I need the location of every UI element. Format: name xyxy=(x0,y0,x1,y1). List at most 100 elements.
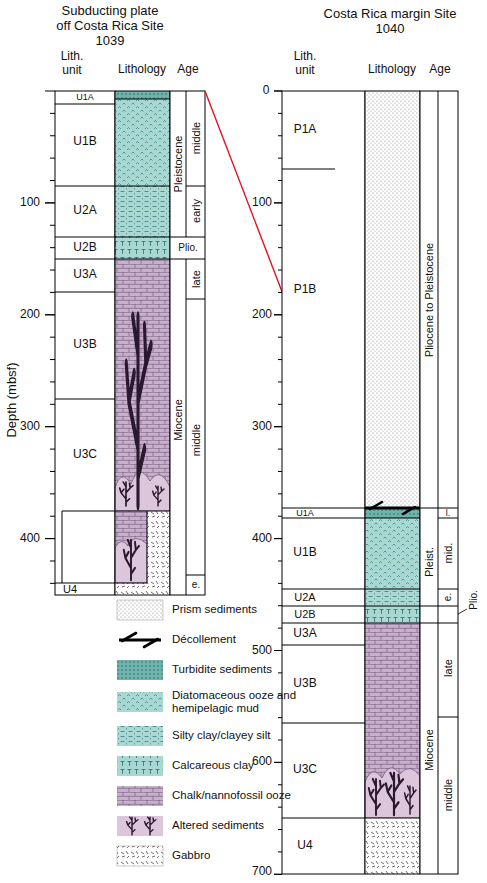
column-header: Lith. unit xyxy=(54,50,90,78)
column-title: Costa Rica margin Site 1040 xyxy=(320,7,460,37)
age-label: middle xyxy=(190,122,203,154)
unit-label: U2B xyxy=(73,241,96,255)
depth-value: 0 xyxy=(263,84,270,98)
depth-tick xyxy=(278,471,282,472)
axis-title: Depth (mbsf) xyxy=(5,362,20,437)
unit-label: U3A xyxy=(293,627,316,641)
age-label: Pleistocene xyxy=(172,136,185,193)
legend-text: Calcareous clay xyxy=(172,759,297,772)
depth-tick xyxy=(278,493,282,494)
depth-tick xyxy=(50,180,55,181)
legend-text: Silty clay/clayey silt xyxy=(172,729,297,742)
depth-tick xyxy=(274,426,282,427)
depth-tick xyxy=(50,270,55,271)
depth-tick xyxy=(274,91,282,92)
depth-tick xyxy=(278,158,282,159)
column-title: Subducting plate off Costa Rica Site 103… xyxy=(54,4,166,49)
depth-tick xyxy=(274,762,282,763)
depth-tick xyxy=(45,202,55,203)
depth-tick xyxy=(278,180,282,181)
age-label: l. xyxy=(446,508,451,518)
depth-tick xyxy=(278,337,282,338)
depth-tick xyxy=(50,471,55,472)
legend-text: Altered sediments xyxy=(172,819,297,832)
depth-tick xyxy=(45,538,55,539)
site-1040-column xyxy=(282,91,467,874)
column-header: Age xyxy=(177,63,198,77)
depth-tick xyxy=(278,135,282,136)
depth-value: 400 xyxy=(252,532,272,546)
unit-label: U1B xyxy=(73,135,96,149)
depth-tick xyxy=(50,404,55,405)
age-label: early xyxy=(190,199,203,223)
depth-value: 300 xyxy=(252,420,272,434)
age-label: late xyxy=(190,270,203,288)
unit-label: U4 xyxy=(63,583,77,596)
depth-tick xyxy=(50,158,55,159)
depth-tick xyxy=(278,381,282,382)
depth-value: 600 xyxy=(252,755,272,769)
depth-tick xyxy=(45,202,55,203)
depth-tick xyxy=(50,247,55,248)
unit-label: P1B xyxy=(294,283,317,297)
age-label: e. xyxy=(192,579,200,591)
age-label: late xyxy=(442,659,455,677)
site-1039-column xyxy=(55,91,205,595)
unit-label: U3C xyxy=(293,763,317,777)
age-label: e. xyxy=(442,593,454,601)
legend-text: Prism sediments xyxy=(172,603,297,616)
depth-tick xyxy=(50,225,55,226)
depth-tick xyxy=(278,516,282,517)
unit-label: U4 xyxy=(297,839,312,853)
depth-tick xyxy=(274,874,282,875)
age-label: mid. xyxy=(442,543,455,564)
unit-label: U2A xyxy=(294,591,315,604)
depth-tick xyxy=(278,560,282,561)
unit-label: U1A xyxy=(76,92,94,102)
depth-tick xyxy=(274,650,282,651)
legend-text: Turbidite sediments xyxy=(172,663,297,676)
unit-label: U2A xyxy=(73,204,96,218)
depth-tick xyxy=(278,605,282,606)
depth-ticks xyxy=(45,91,282,874)
depth-tick xyxy=(274,650,282,651)
age-label: middle xyxy=(442,779,455,811)
depth-value: 100 xyxy=(252,196,272,210)
depth-tick xyxy=(274,202,282,203)
age-label: Miocene xyxy=(423,729,436,771)
unit-label: P1A xyxy=(294,123,317,137)
depth-tick xyxy=(50,113,55,114)
depth-tick xyxy=(274,874,282,875)
depth-tick xyxy=(278,628,282,629)
depth-value: 100 xyxy=(20,196,40,210)
depth-tick xyxy=(278,672,282,673)
depth-tick xyxy=(45,314,55,315)
depth-tick xyxy=(278,113,282,114)
depth-tick xyxy=(50,449,55,450)
depth-tick xyxy=(278,807,282,808)
depth-tick xyxy=(50,292,55,293)
legend-text: Diatomaceous ooze and hemipelagic mud xyxy=(172,689,297,715)
depth-value: 200 xyxy=(20,308,40,322)
depth-tick xyxy=(278,851,282,852)
depth-tick xyxy=(278,717,282,718)
age-label: middle xyxy=(190,424,203,456)
depth-tick xyxy=(45,314,55,315)
depth-tick xyxy=(50,135,55,136)
depth-tick xyxy=(45,538,55,539)
depth-tick xyxy=(50,381,55,382)
depth-tick xyxy=(278,292,282,293)
depth-tick xyxy=(278,225,282,226)
age-label: Pleist. xyxy=(423,547,436,577)
age-label: Plio. xyxy=(468,590,480,609)
column-header: Age xyxy=(429,63,450,77)
depth-tick xyxy=(278,740,282,741)
column-header: Lith. unit xyxy=(287,50,323,78)
depth-tick xyxy=(50,493,55,494)
depth-tick xyxy=(50,560,55,561)
age-label: Miocene xyxy=(172,399,185,441)
depth-tick xyxy=(45,426,55,427)
depth-tick xyxy=(278,359,282,360)
